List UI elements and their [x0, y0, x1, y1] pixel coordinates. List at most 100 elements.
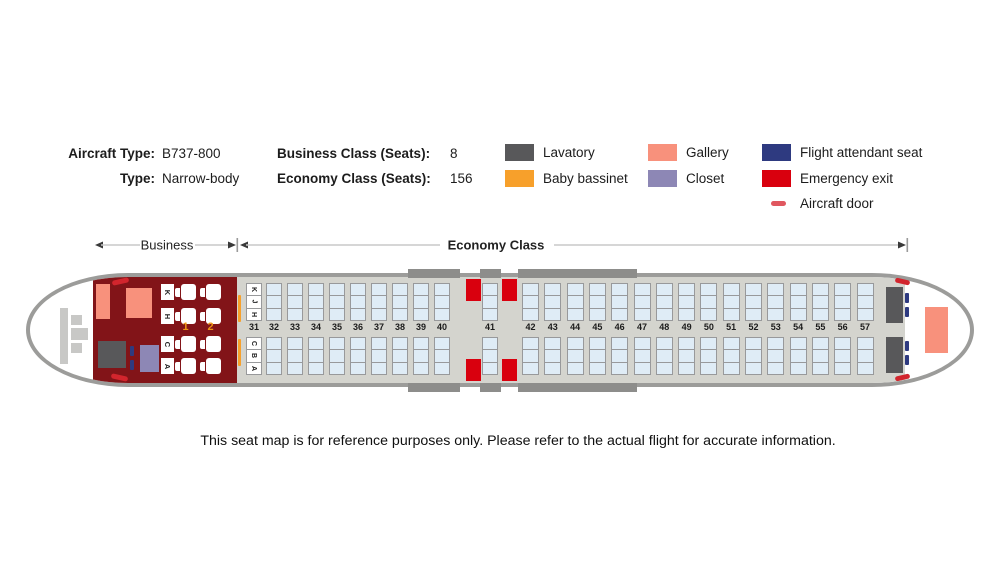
seat-column	[745, 283, 762, 321]
seat-column	[856, 337, 874, 375]
seat-armrest-tab	[200, 311, 205, 321]
seat	[392, 295, 408, 309]
seat	[287, 349, 303, 363]
seat	[482, 349, 498, 363]
seat	[266, 283, 282, 297]
seat	[566, 349, 584, 363]
business-section-label: Business	[141, 238, 194, 253]
seat	[544, 349, 562, 363]
seat	[588, 337, 606, 351]
seat	[413, 295, 429, 309]
info-label: Type:	[119, 171, 155, 186]
seat	[633, 295, 651, 309]
emergency-exit	[466, 359, 481, 381]
row-number-38: 38	[394, 322, 405, 332]
emergency-exit	[466, 279, 481, 301]
seat	[655, 337, 673, 351]
row-number-48: 48	[659, 322, 670, 332]
seat-column	[722, 283, 740, 321]
seat-column	[834, 283, 852, 321]
business-seat	[175, 336, 196, 352]
seat	[287, 307, 303, 321]
seat	[767, 361, 785, 375]
arrow-left-icon	[95, 241, 103, 249]
seat	[434, 307, 450, 321]
seat-column	[266, 283, 282, 321]
row-number-41: 41	[484, 322, 495, 332]
gallery-swatch	[648, 144, 677, 161]
closet	[140, 345, 159, 372]
seat	[482, 295, 498, 309]
seat	[522, 349, 539, 363]
gallery-front-1	[96, 284, 110, 319]
seat	[722, 283, 740, 297]
seat	[811, 307, 829, 321]
seat	[655, 283, 673, 297]
seat-armrest-tab	[200, 287, 205, 297]
seat-armrest-tab	[175, 361, 180, 371]
seat-column	[371, 283, 387, 321]
seat	[700, 307, 718, 321]
seat	[655, 361, 673, 375]
seat	[700, 361, 718, 375]
row-number-44: 44	[570, 322, 581, 332]
seat-column	[655, 283, 673, 321]
row-number-34: 34	[310, 322, 321, 332]
business-seat	[200, 336, 221, 352]
seat-column	[482, 283, 498, 321]
seat	[767, 283, 785, 297]
seat-body	[181, 358, 196, 374]
seat	[789, 283, 807, 297]
seat	[287, 337, 303, 351]
seat-body	[206, 336, 221, 352]
seat-column	[434, 283, 450, 321]
aircraft-info: Aircraft Type: B737-800 Business Class (…	[55, 141, 472, 191]
seat	[371, 283, 387, 297]
seat	[834, 283, 852, 297]
seat	[745, 361, 762, 375]
business-seat	[200, 358, 221, 374]
emergency-exit-swatch	[762, 169, 791, 187]
seat	[371, 295, 387, 309]
flight-attendant-seat	[130, 360, 134, 370]
seat	[371, 361, 387, 375]
seat	[767, 337, 785, 351]
seat-armrest-tab	[175, 311, 180, 321]
closet-swatch	[648, 169, 677, 187]
row-number-55: 55	[815, 322, 826, 332]
seat	[413, 337, 429, 351]
row-number-45: 45	[592, 322, 603, 332]
row-number-47: 47	[636, 322, 647, 332]
lavatory-label: Lavatory	[543, 145, 595, 160]
seat	[392, 337, 408, 351]
seat	[700, 337, 718, 351]
row-number-33: 33	[289, 322, 300, 332]
seat-column	[611, 283, 629, 321]
seat	[566, 337, 584, 351]
seat	[700, 349, 718, 363]
flight-attendant-seat	[905, 341, 909, 351]
seat	[856, 361, 874, 375]
lavatory-front	[98, 341, 126, 368]
seat	[588, 307, 606, 321]
seat-column	[392, 283, 408, 321]
seat	[588, 361, 606, 375]
seat	[329, 283, 345, 297]
seat-letter-A: A	[246, 361, 262, 375]
seat-column	[789, 283, 807, 321]
seat	[611, 307, 629, 321]
seat-column	[678, 337, 696, 375]
seat	[434, 295, 450, 309]
seat-column	[350, 337, 366, 375]
seat-letter-A: A	[161, 358, 174, 374]
seat	[834, 307, 852, 321]
wing-fairing	[480, 269, 501, 278]
wing-fairing	[408, 269, 460, 278]
cockpit-icon	[71, 328, 88, 340]
seat	[745, 307, 762, 321]
seat-column	[633, 283, 651, 321]
seat-body	[181, 284, 196, 300]
seat-body	[206, 358, 221, 374]
